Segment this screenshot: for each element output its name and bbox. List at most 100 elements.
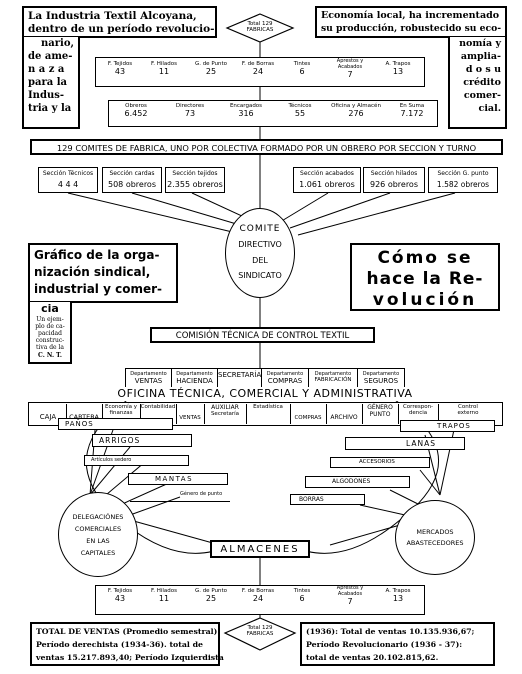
section-value: 1.061 obreros <box>299 180 355 189</box>
economia-line-4: amplia- <box>460 51 501 62</box>
section-box: Sección cardas 508 obreros <box>102 167 162 193</box>
comite-directivo-circle: COMITE DIRECTIVO DEL SINDICATO <box>225 208 295 298</box>
comite-line-2: DIRECTIVO <box>238 240 282 249</box>
section-label: Sección acabados <box>300 170 354 177</box>
comision-text: COMISIÓN TÉCNICA DE CONTROL TEXTIL <box>175 331 350 341</box>
intro-line-8: tria y la <box>28 103 72 114</box>
economia-line-7: comer- <box>463 90 501 101</box>
section-label: Sección hilados <box>370 170 418 177</box>
section-label: Sección Técnicos <box>42 170 94 177</box>
como-line-1: Cómo se <box>377 248 473 268</box>
grafico-text-box: Gráfico de la orga- nización sindical, i… <box>28 243 178 303</box>
grafico-line-9: tiva de la <box>36 344 64 351</box>
top-left-text-box: La Industria Textil Alcoyana, dentro de … <box>22 6 217 38</box>
intro-line-6: para la <box>28 77 67 88</box>
section-box: Sección tejidos 2.355 obreros <box>165 167 225 193</box>
top-total-line-1: Total 129 <box>247 21 273 27</box>
almacenes-box: ALMACENES <box>210 540 310 558</box>
department-box: SECRETARÍA <box>217 368 262 389</box>
grafico-sub-box: cia Un ejem- plo de ca- pacidad construc… <box>28 302 72 364</box>
grafico-line-2: nización sindical, <box>34 265 151 279</box>
comites-banner: 129 COMITES DE FABRICA, UNO POR COLECTIV… <box>30 139 503 155</box>
intro-line-2: dentro de un período revolucio- <box>28 23 215 35</box>
section-box: Sección acabados 1.061 obreros <box>293 167 361 193</box>
section-value: 4 4 4 <box>57 180 79 189</box>
office-cell: CAJA <box>30 404 67 424</box>
grafico-line-5: Un ejem- <box>36 316 64 323</box>
section-value: 508 obreros <box>108 180 156 189</box>
section-label: Sección tejidos <box>172 170 218 177</box>
bottom-left-text-box: TOTAL DE VENTAS (Promedio semestral) Per… <box>30 622 224 666</box>
comite-line-1: COMITE <box>239 224 281 234</box>
office-cell: COMPRAS <box>290 404 327 424</box>
oficina-banner: OFICINA TÉCNICA, COMERCIAL Y ADMINISTRAT… <box>85 387 445 401</box>
como-line-3: volución <box>372 290 478 310</box>
section-box: Sección Técnicos 4 4 4 <box>38 167 98 193</box>
mercados-circle: MERCADOS ABASTECEDORES <box>395 500 475 575</box>
top-total-line-2: FABRICAS <box>246 27 274 33</box>
section-label: Sección G. punto <box>437 170 489 177</box>
grafico-line-7: pacidad <box>38 330 62 337</box>
product-borras: BORRAS <box>290 494 365 505</box>
top-right-text-column: nomía y amplia- d o s u crédito comer- c… <box>448 37 507 129</box>
product-lanas: LANAS <box>345 437 465 450</box>
bottom-total-label: Total 129 FABRICAS <box>246 625 274 637</box>
top-right-text-box: Economía local, ha incrementado su produ… <box>315 6 507 38</box>
grafico-line-6: plo de ca- <box>35 323 65 330</box>
delegaciones-circle: DELEGACIÓNES COMERCIALES EN LAS CAPITALE… <box>58 492 138 577</box>
economia-line-2: su producción, robustecido su eco- <box>321 23 502 34</box>
section-box: Sección G. punto 1.582 obreros <box>428 167 498 193</box>
product-algodones: ALGODONES <box>305 476 410 488</box>
section-box: Sección hilados 926 obreros <box>363 167 425 193</box>
grafico-line-3: industrial y comer- <box>34 282 162 296</box>
department-box: Departamento HACIENDA <box>171 368 218 389</box>
top-left-text-column: nario, de ame- n a z a para la Indus- tr… <box>22 37 80 129</box>
intro-line-1: La Industria Textil Alcoyana, <box>28 10 197 22</box>
product-trapos: TRAPOS <box>400 420 495 432</box>
product-pannos: PAÑOS <box>58 418 173 430</box>
bottom-right-text-box: (1936): Total de ventas 10.135.936,67; P… <box>300 622 495 666</box>
office-cell: Correspon-dencia <box>398 404 439 424</box>
section-label: Sección cardas <box>109 170 155 177</box>
intro-line-7: Indus- <box>28 90 64 101</box>
grafico-line-10: C. N. T. <box>38 352 62 359</box>
top-total-label: Total 129 FABRICAS <box>236 21 284 33</box>
office-cell: Estadística <box>246 404 291 424</box>
comite-line-3: DEL <box>252 256 268 265</box>
oficina-text: OFICINA TÉCNICA, COMERCIAL Y ADMINISTRAT… <box>117 387 413 400</box>
comite-line-4: SINDICATO <box>238 271 282 280</box>
grafico-line-4: cia <box>41 302 59 315</box>
department-box: Departamento FABRICACIÓN <box>308 368 358 389</box>
economia-line-8: cial. <box>478 103 501 114</box>
office-cell: VENTAS <box>176 404 205 424</box>
section-value: 1.582 obreros <box>436 180 490 189</box>
product-articulos: Artículos sedero <box>84 455 189 466</box>
department-box: Departamento VENTAS <box>125 368 172 389</box>
office-cell: Contabilidad <box>140 404 177 424</box>
